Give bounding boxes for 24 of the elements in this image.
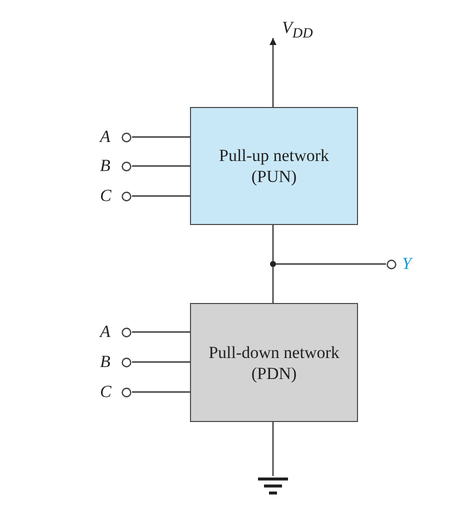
wire bbox=[132, 165, 190, 167]
block-label: Pull-up network (PUN) bbox=[218, 145, 330, 187]
input-label: A bbox=[100, 324, 110, 340]
network-block bbox=[190, 303, 358, 422]
wire bbox=[132, 195, 190, 197]
wire bbox=[132, 361, 190, 363]
block-label: Pull-down network (PDN) bbox=[208, 342, 340, 384]
input-label: A bbox=[100, 129, 110, 145]
input-label: C bbox=[100, 188, 112, 204]
junction-dot bbox=[270, 261, 276, 267]
wire bbox=[132, 331, 190, 333]
wire bbox=[276, 263, 386, 265]
input-label: B bbox=[100, 158, 110, 174]
wire bbox=[272, 267, 274, 303]
arrow bbox=[270, 38, 276, 107]
input-label: B bbox=[100, 354, 110, 370]
wire bbox=[132, 136, 190, 138]
supply-label: V$_{DD}$ bbox=[282, 18, 313, 42]
output-label: Y bbox=[402, 256, 412, 272]
wire bbox=[272, 225, 274, 261]
input-label: C bbox=[100, 384, 112, 400]
network-block bbox=[190, 107, 358, 225]
wire bbox=[272, 422, 274, 476]
wire bbox=[132, 391, 190, 393]
